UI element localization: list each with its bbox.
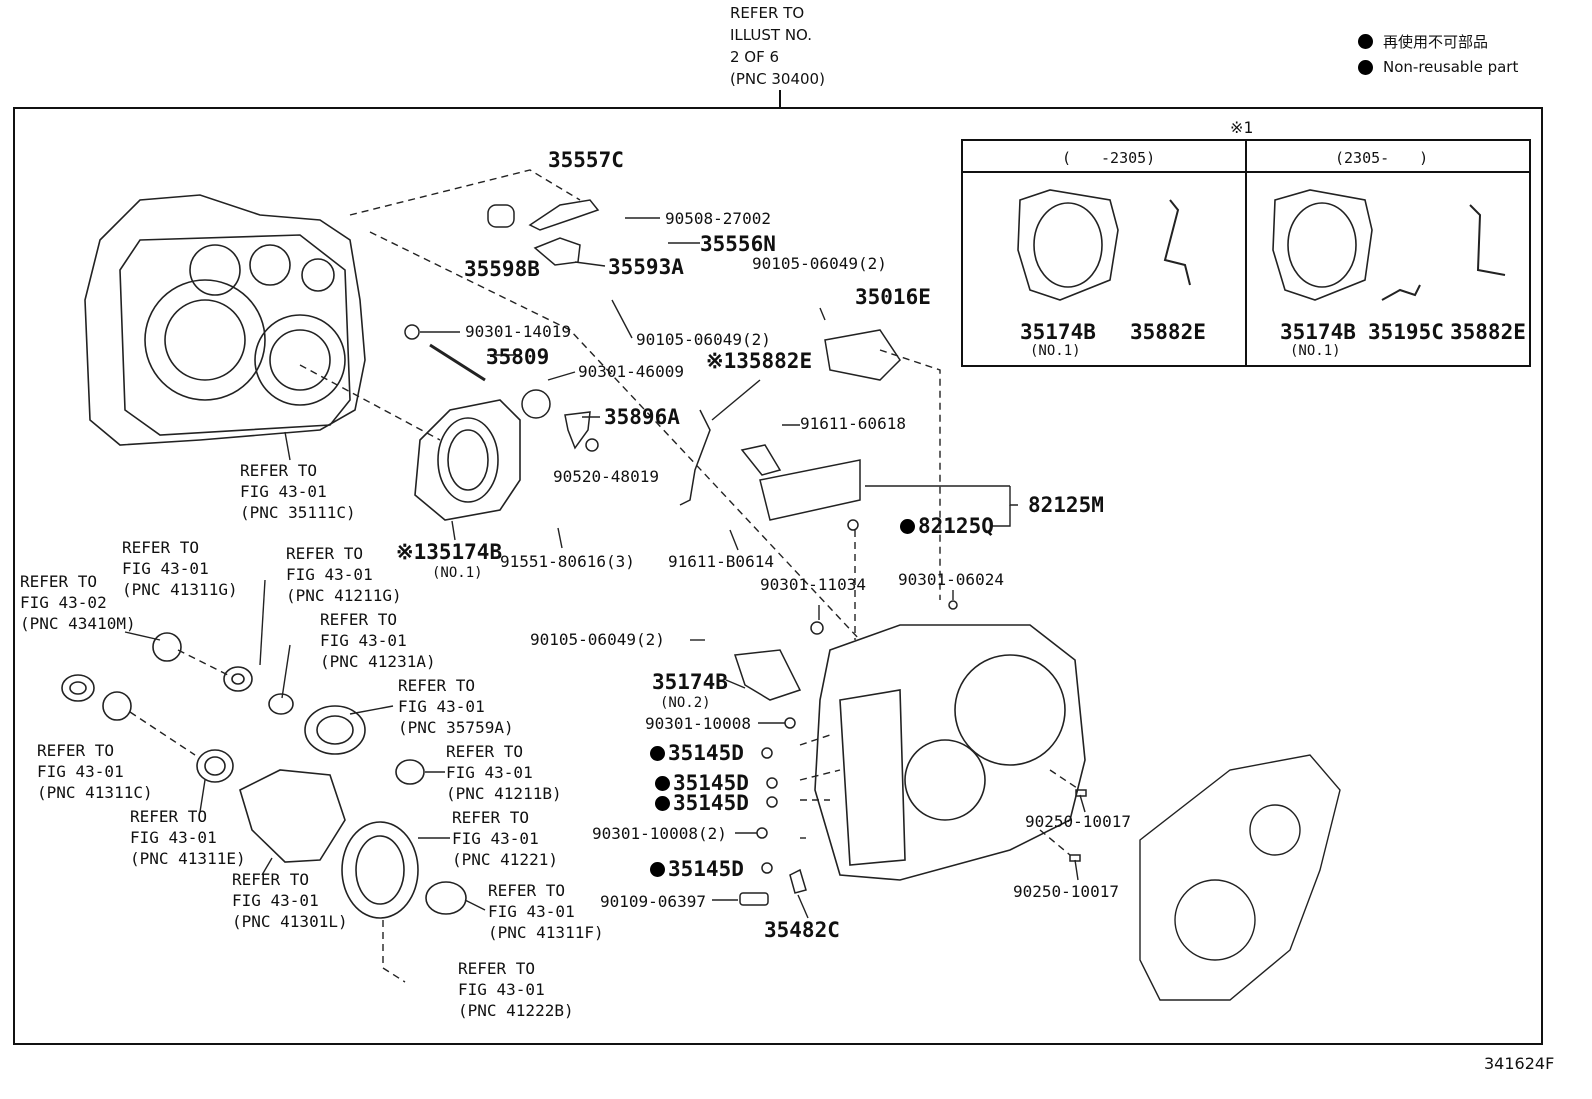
part-35896A[interactable]: 35896A bbox=[604, 405, 680, 429]
part-90301-14019[interactable]: 90301-14019 bbox=[465, 322, 571, 341]
part-90301-11034[interactable]: 90301-11034 bbox=[760, 575, 866, 594]
inset-cover-1 bbox=[1017, 189, 1119, 301]
diagram-frame bbox=[13, 107, 1543, 1045]
hardware bbox=[404, 199, 1087, 906]
legend-jp: 再使用不可部品 bbox=[1358, 28, 1518, 54]
part-35145D-3[interactable]: 35145D bbox=[655, 791, 749, 815]
gears-bearings bbox=[61, 632, 467, 919]
part-35556N[interactable]: 35556N bbox=[700, 232, 776, 256]
part-35145D-4[interactable]: 35145D bbox=[650, 857, 744, 881]
part-90105-06049-b[interactable]: 90105-06049(2) bbox=[636, 330, 771, 349]
part-35174B-no1: (NO.1) bbox=[432, 565, 483, 581]
part-90109-06397[interactable]: 90109-06397 bbox=[600, 892, 706, 911]
part-90250-10017-b[interactable]: 90250-10017 bbox=[1013, 882, 1119, 901]
inset-col2-part-35195C[interactable]: 35195C bbox=[1368, 320, 1444, 344]
part-91611-60618[interactable]: 91611-60618 bbox=[800, 414, 906, 433]
part-90508-27002[interactable]: 90508-27002 bbox=[665, 209, 771, 228]
non-reusable-dot-icon bbox=[1358, 33, 1373, 49]
legend: 再使用不可部品 Non-reusable part bbox=[1358, 28, 1518, 80]
inset-col1-sub: (NO.1) bbox=[1030, 343, 1081, 359]
refer-41301L[interactable]: REFER TO FIG 43-01 (PNC 41301L) bbox=[232, 870, 348, 931]
inset-col2-part-35882E[interactable]: 35882E bbox=[1450, 320, 1526, 344]
part-91611-B0614[interactable]: 91611-B0614 bbox=[668, 552, 774, 571]
inset-pipe-2 bbox=[1381, 204, 1506, 301]
transaxle-case-right bbox=[814, 624, 1086, 881]
part-90301-10008-2[interactable]: 90301-10008(2) bbox=[592, 824, 727, 843]
refer-41221[interactable]: REFER TO FIG 43-01 (PNC 41221) bbox=[452, 808, 558, 869]
refer-41211G[interactable]: REFER TO FIG 43-01 (PNC 41211G) bbox=[286, 544, 402, 605]
part-90520-48019[interactable]: 90520-48019 bbox=[553, 467, 659, 486]
refer-41211B[interactable]: REFER TO FIG 43-01 (PNC 41211B) bbox=[446, 742, 562, 803]
part-90105-06049-a[interactable]: 90105-06049(2) bbox=[752, 254, 887, 273]
part-90301-06024[interactable]: 90301-06024 bbox=[898, 570, 1004, 589]
inset-cover-2 bbox=[1272, 189, 1373, 301]
inset-col1-header: ( -2305) bbox=[1062, 149, 1156, 167]
refer-41231A[interactable]: REFER TO FIG 43-01 (PNC 41231A) bbox=[320, 610, 436, 671]
inset-col2-sub: (NO.1) bbox=[1290, 343, 1341, 359]
refer-41311C[interactable]: REFER TO FIG 43-01 (PNC 41311C) bbox=[37, 741, 153, 802]
refer-41311E[interactable]: REFER TO FIG 43-01 (PNC 41311E) bbox=[130, 807, 246, 868]
diagram-id: 341624F bbox=[1484, 1054, 1555, 1073]
part-90301-10008[interactable]: 90301-10008 bbox=[645, 714, 751, 733]
transaxle-case-left bbox=[84, 194, 366, 446]
refer-35111C[interactable]: REFER TO FIG 43-01 (PNC 35111C) bbox=[240, 461, 356, 522]
leader-lines bbox=[124, 217, 1086, 919]
refer-41311F[interactable]: REFER TO FIG 43-01 (PNC 41311F) bbox=[488, 881, 604, 942]
part-35882E[interactable]: ※135882E bbox=[706, 349, 813, 373]
part-82125M[interactable]: 82125M bbox=[1028, 493, 1104, 517]
part-90105-06049-c[interactable]: 90105-06049(2) bbox=[530, 630, 665, 649]
refer-41311G[interactable]: REFER TO FIG 43-01 (PNC 41311G) bbox=[122, 538, 238, 599]
top-refer-label: REFER TO ILLUST NO. 2 OF 6 (PNC 30400) bbox=[730, 4, 825, 88]
inset-col1-part-35174B[interactable]: 35174B bbox=[1020, 320, 1096, 344]
part-35016E[interactable]: 35016E bbox=[855, 285, 931, 309]
part-35174B-main[interactable]: ※135174B bbox=[396, 540, 503, 564]
oil-pump-cover bbox=[414, 399, 521, 521]
inset-col2-header: (2305- ) bbox=[1335, 149, 1429, 167]
inset-pipe-1 bbox=[1163, 199, 1191, 286]
refer-41222B[interactable]: REFER TO FIG 43-01 (PNC 41222B) bbox=[458, 959, 574, 1020]
part-35593A[interactable]: 35593A bbox=[608, 255, 684, 279]
part-90301-46009[interactable]: 90301-46009 bbox=[578, 362, 684, 381]
part-35482C[interactable]: 35482C bbox=[764, 918, 840, 942]
part-35174B-2[interactable]: 35174B bbox=[652, 670, 728, 694]
part-35145D-1[interactable]: 35145D bbox=[650, 741, 744, 765]
part-35809[interactable]: 35809 bbox=[486, 345, 550, 369]
refer-35759A[interactable]: REFER TO FIG 43-01 (PNC 35759A) bbox=[398, 676, 514, 737]
inset-col2-part-35174B[interactable]: 35174B bbox=[1280, 320, 1356, 344]
part-35174B-no2: (NO.2) bbox=[660, 695, 711, 711]
part-91551-80616[interactable]: 91551-80616(3) bbox=[500, 552, 635, 571]
part-90250-10017-a[interactable]: 90250-10017 bbox=[1025, 812, 1131, 831]
non-reusable-dot-icon bbox=[1358, 59, 1373, 75]
part-35557C[interactable]: 35557C bbox=[548, 148, 624, 172]
transaxle-case-rear bbox=[1139, 754, 1341, 1001]
part-82125Q[interactable]: 82125Q bbox=[900, 514, 994, 538]
inset-col1-part-35882E[interactable]: 35882E bbox=[1130, 320, 1206, 344]
inset-mark: ※1 bbox=[1230, 118, 1254, 137]
legend-en: Non-reusable part bbox=[1358, 54, 1518, 80]
refer-43410M[interactable]: REFER TO FIG 43-02 (PNC 43410M) bbox=[20, 572, 136, 633]
part-35598B[interactable]: 35598B bbox=[464, 257, 540, 281]
